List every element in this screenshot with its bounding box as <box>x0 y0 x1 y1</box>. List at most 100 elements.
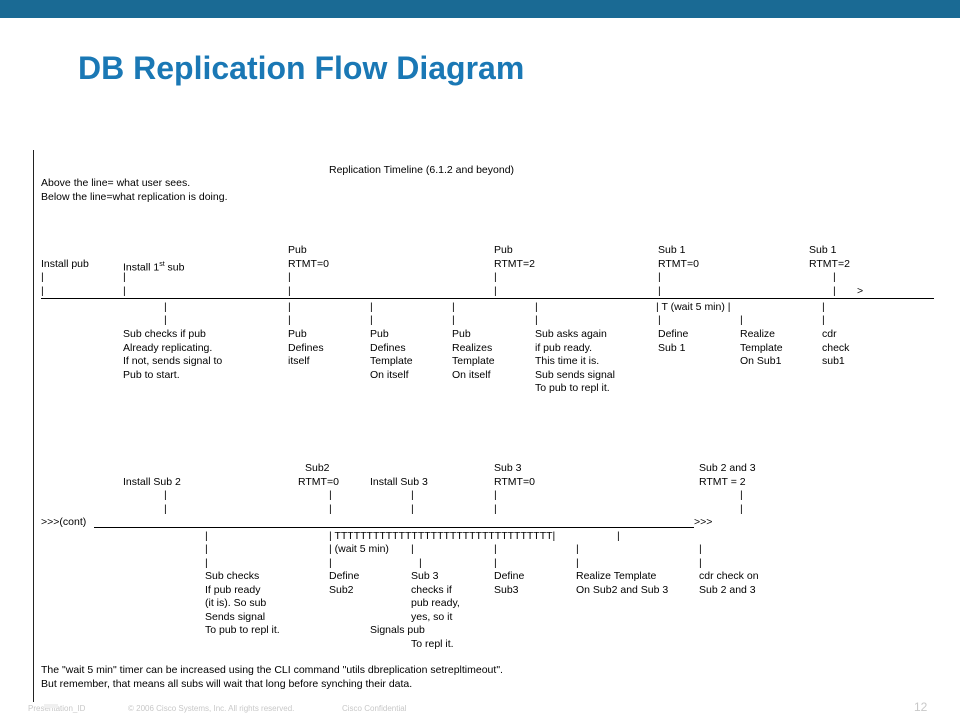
t2-desc-6-line-2: Sub 2 and 3 <box>699 584 756 596</box>
tick: | <box>699 543 702 555</box>
timeline2-t-marker: | TTTTTTTTTTTTTTTTTTTTTTTTTTTTTTTTTT| <box>329 530 556 542</box>
tick: | <box>535 314 538 326</box>
tick: | <box>494 557 497 569</box>
tick: | <box>41 285 44 297</box>
note-line-2: But remember, that means all subs will w… <box>41 678 413 690</box>
tick: | <box>123 271 126 283</box>
label-sub3-rtmt: RTMT=0 <box>494 476 535 488</box>
t1-desc-8-line-1: cdr <box>822 328 837 340</box>
tick: | <box>494 271 497 283</box>
top-banner <box>0 0 960 18</box>
t2-desc-5-line-1: Realize Template <box>576 570 657 582</box>
tick: | <box>288 301 291 313</box>
tick: | <box>329 489 332 501</box>
tick: | <box>494 543 497 555</box>
t1-desc-1-line-3: If not, sends signal to <box>123 355 223 367</box>
tick: | <box>41 271 44 283</box>
t1-desc-4-line-1: Pub <box>452 328 471 340</box>
label-sub23: Sub 2 and 3 <box>699 462 756 474</box>
t2-desc-6-line-1: cdr check on <box>699 570 759 582</box>
tick: | <box>411 503 414 515</box>
tick: | <box>205 543 208 555</box>
tick: | <box>164 314 167 326</box>
tick: | <box>740 503 743 515</box>
tick: | <box>833 285 836 297</box>
page-number: 12 <box>914 700 928 714</box>
footer-copyright: © 2006 Cisco Systems, Inc. All rights re… <box>128 704 295 713</box>
cisco-logo-icon <box>44 704 58 708</box>
tick: | <box>205 557 208 569</box>
label-pub-a-rtmt: RTMT=0 <box>288 258 329 270</box>
label-pub-b-rtmt: RTMT=2 <box>494 258 535 270</box>
label-install-sub1: Install 1st sub <box>123 261 185 274</box>
t2-desc-1-line-1: Sub checks <box>205 570 260 582</box>
tick: | <box>699 557 702 569</box>
tick: | <box>658 271 661 283</box>
tick: | <box>411 543 414 555</box>
t1-desc-6-line-1: Define <box>658 328 689 340</box>
footer-presentation-id: Presentation_ID <box>28 704 86 713</box>
label-pub-b: Pub <box>494 244 513 256</box>
tick: | <box>123 285 126 297</box>
tick: | <box>576 543 579 555</box>
label-sub1-b-rtmt: RTMT=2 <box>809 258 850 270</box>
tick: | <box>452 301 455 313</box>
t1-desc-7-line-3: On Sub1 <box>740 355 782 367</box>
t1-desc-3-line-2: Defines <box>370 342 406 354</box>
t1-desc-4-line-3: Template <box>452 355 495 367</box>
t1-desc-5-line-2: if pub ready. <box>535 342 593 354</box>
footer-confidential: Cisco Confidential <box>342 704 407 713</box>
t1-desc-4-line-2: Realizes <box>452 342 493 354</box>
t2-desc-1-line-4: Sends signal <box>205 611 266 623</box>
timeline1-wait-marker: | T (wait 5 min) | <box>656 301 731 313</box>
t1-desc-3-line-4: On itself <box>370 369 409 381</box>
t1-desc-3-line-3: Template <box>370 355 413 367</box>
tick: | <box>535 301 538 313</box>
tick: | <box>494 285 497 297</box>
t1-desc-7-line-1: Realize <box>740 328 776 340</box>
t2-desc-3b-line-2: To repl it. <box>411 638 454 650</box>
label-install-sub3: Install Sub 3 <box>370 476 428 488</box>
tick: | <box>164 503 167 515</box>
tick: | <box>658 285 661 297</box>
tick: | <box>617 530 620 542</box>
label-sub1-a: Sub 1 <box>658 244 686 256</box>
tick: | <box>288 271 291 283</box>
t1-desc-1-line-2: Already replicating. <box>123 342 213 354</box>
t1-desc-2-line-3: itself <box>288 355 310 367</box>
t2-desc-1-line-3: (it is). So sub <box>205 597 267 609</box>
t2-desc-1-line-5: To pub to repl it. <box>205 624 280 636</box>
label-sub23-rtmt: RTMT = 2 <box>699 476 746 488</box>
t1-desc-3-line-1: Pub <box>370 328 389 340</box>
timeline1-line <box>41 298 934 299</box>
tick: | <box>658 314 661 326</box>
tick: | <box>452 314 455 326</box>
tick: | <box>822 301 825 313</box>
t2-desc-4-line-1: Define <box>494 570 525 582</box>
t2-desc-4-line-2: Sub3 <box>494 584 519 596</box>
t2-desc-3b-line-1: Signals pub <box>370 624 425 636</box>
tick: | <box>329 503 332 515</box>
t2-desc-3-line-4: yes, so it <box>411 611 453 623</box>
tick: | <box>288 314 291 326</box>
tick: | <box>740 314 743 326</box>
label-pub-a: Pub <box>288 244 307 256</box>
panel-left-border <box>33 150 34 702</box>
t2-desc-3-line-3: pub ready, <box>411 597 460 609</box>
legend-below: Below the line=what replication is doing… <box>41 191 228 203</box>
tick: | <box>164 301 167 313</box>
t1-desc-8-line-3: sub1 <box>822 355 845 367</box>
diagram-heading: Replication Timeline (6.1.2 and beyond) <box>329 164 515 176</box>
slide-title: DB Replication Flow Diagram <box>78 50 525 86</box>
tick: | <box>329 557 332 569</box>
tick: | <box>205 530 208 542</box>
t2-desc-3-line-2: checks if <box>411 584 452 596</box>
t2-desc-2-line-1: Define <box>329 570 360 582</box>
t1-desc-2-line-1: Pub <box>288 328 307 340</box>
timeline2-start: >>>(cont) <box>41 516 87 528</box>
tick: | <box>740 489 743 501</box>
tick: | <box>822 314 825 326</box>
t2-desc-1-line-2: If pub ready <box>205 584 261 596</box>
t1-desc-7-line-2: Template <box>740 342 783 354</box>
tick: | <box>494 489 497 501</box>
